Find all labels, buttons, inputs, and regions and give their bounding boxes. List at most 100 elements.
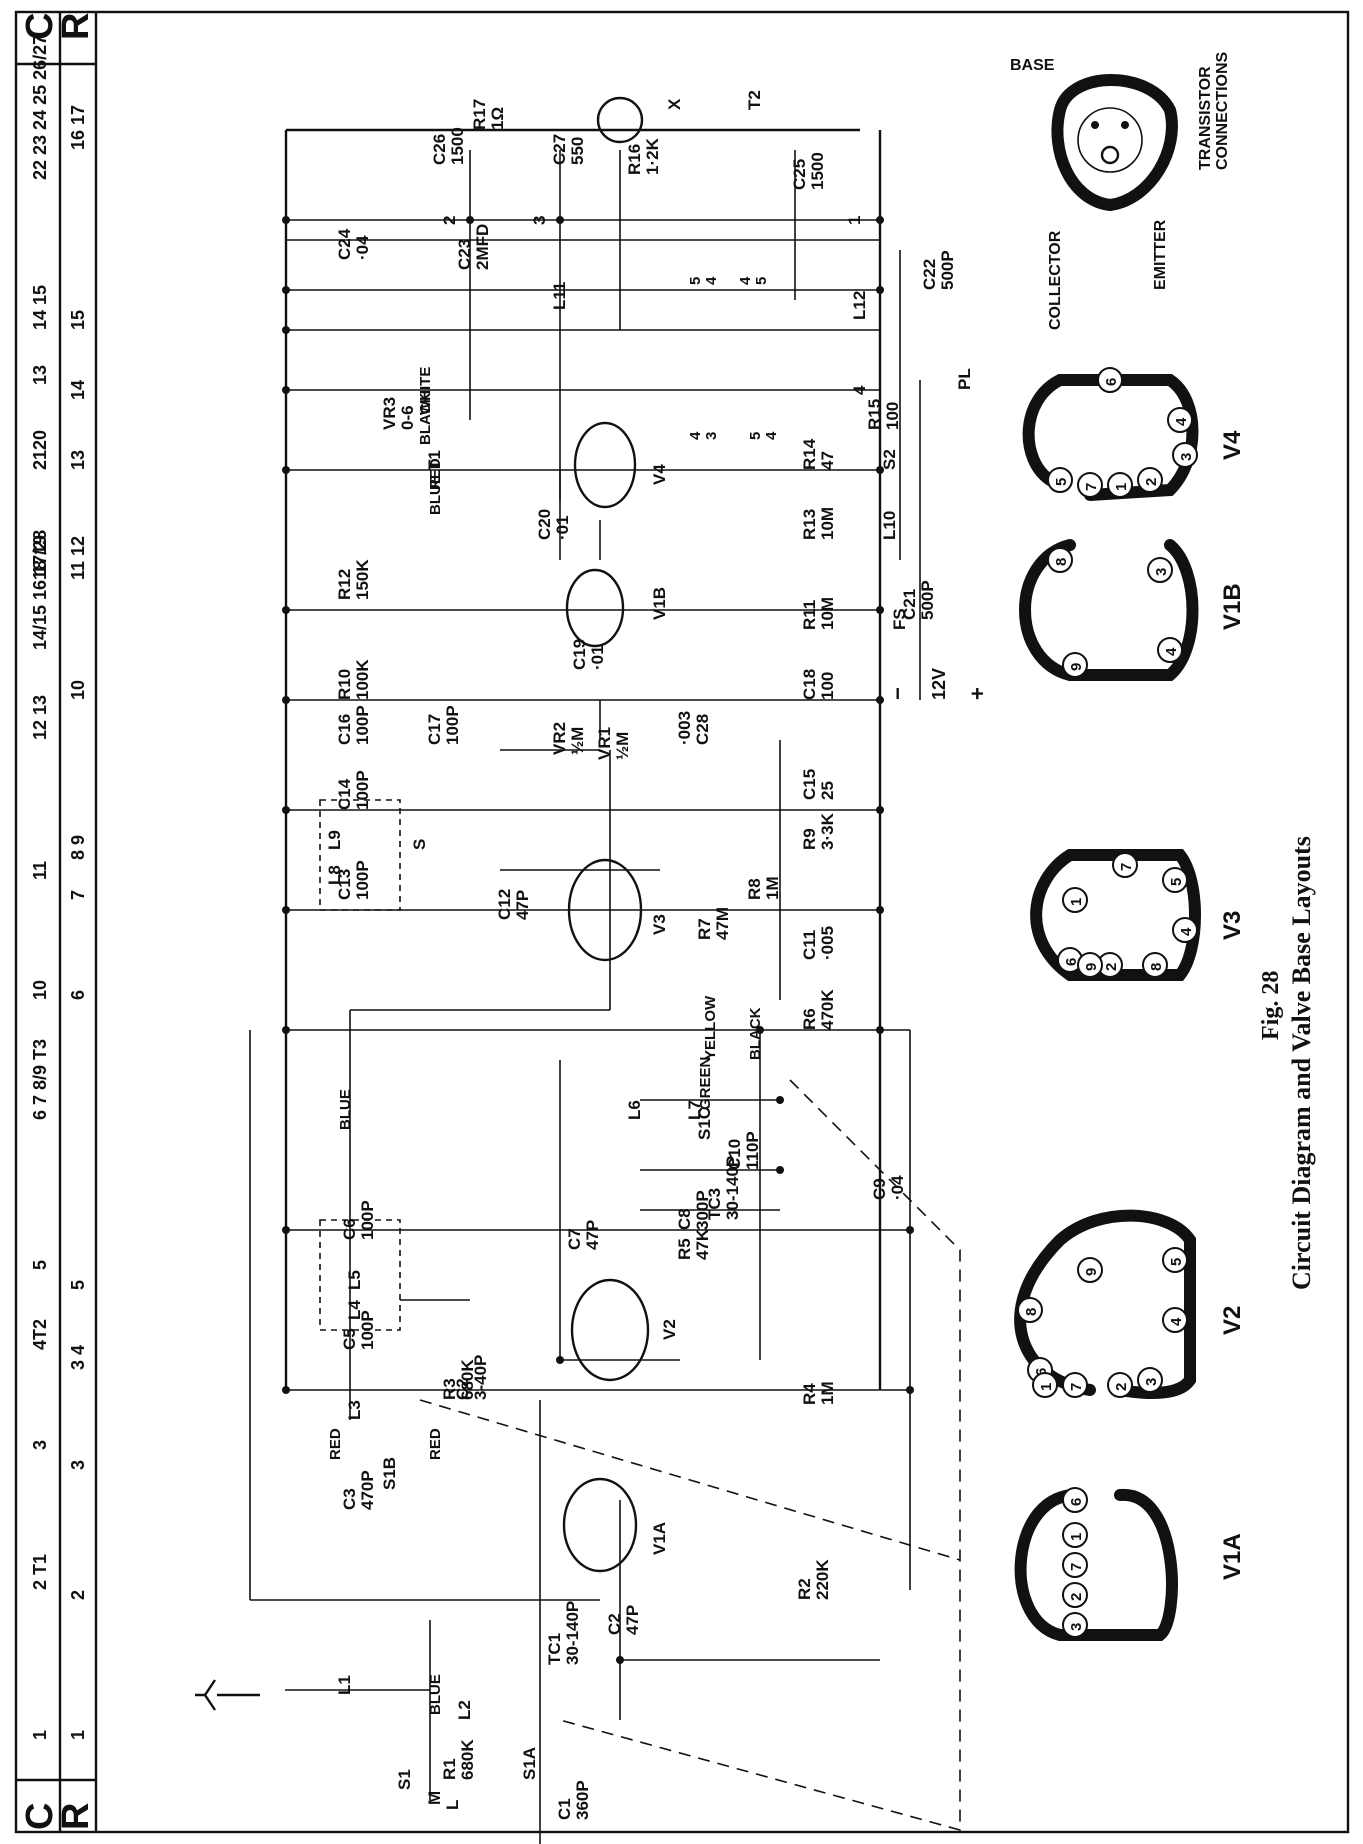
component-label: C247P: [605, 1605, 642, 1635]
component-label: C23-40P: [453, 1355, 490, 1400]
if-can-1: [319, 799, 401, 911]
base-pin-number: 2: [1103, 963, 1120, 971]
base-pin-circle: [1097, 367, 1123, 393]
strip-c-cell: 2 T1: [30, 1554, 50, 1590]
component-label: C20·01: [535, 509, 572, 540]
base-layout-label: V1A: [1219, 1533, 1246, 1580]
wire-colour-label: RED: [427, 1428, 444, 1460]
component-label: C747P: [565, 1220, 602, 1250]
component-label: C24·04: [335, 228, 372, 260]
v4-envelope: [573, 421, 637, 509]
component-label: V1B: [650, 587, 669, 620]
junction-dot: [876, 606, 884, 614]
component-label: L3: [345, 1400, 364, 1420]
junction-dot: [876, 1026, 884, 1034]
ganged-link-b: [419, 1399, 961, 1561]
base-pin-circle: [1107, 1372, 1133, 1398]
component-label: R171Ω: [470, 99, 507, 130]
junction-dot: [282, 1026, 290, 1034]
component-label: R1680K: [440, 1739, 477, 1780]
strip-r-cell: 6: [68, 990, 88, 1000]
base-pin-circle: [1137, 1367, 1163, 1393]
base-pin: [1091, 121, 1099, 129]
base-pin-number: 3: [1068, 1623, 1085, 1631]
component-label: R12150K: [335, 559, 372, 600]
heater-pin-label: 54: [747, 431, 780, 440]
component-label: VR30-6: [380, 397, 417, 430]
junction-number: 4: [850, 385, 869, 395]
strip-c-cell: 2120: [30, 430, 50, 470]
v1b-envelope: [565, 568, 625, 648]
wire-colour-label: BLUE: [427, 1674, 444, 1715]
component-label: S1A: [520, 1747, 539, 1780]
component-label: S2: [880, 449, 899, 470]
component-label: C251500: [790, 152, 827, 190]
base-pin-circle: [1167, 407, 1193, 433]
heater-pin-label: 54: [687, 276, 720, 285]
base-pin-number: 4: [1178, 927, 1195, 936]
transistor-can: [1077, 107, 1143, 173]
wire-colour-label: BLACK: [747, 1007, 764, 1060]
junction-dot: [776, 1166, 784, 1174]
screen-label: S: [410, 839, 429, 850]
transistor-symbol: [596, 96, 644, 144]
base-pin-circle: [1032, 1372, 1058, 1398]
component-label: L10: [880, 511, 899, 540]
component-label: C27550: [550, 134, 587, 165]
component-label: L4: [345, 1300, 364, 1320]
base-pin-number: 9: [1068, 663, 1085, 671]
component-label: L11: [550, 282, 569, 310]
component-label: L9: [325, 830, 344, 850]
component-label: R1447: [800, 438, 837, 470]
base-pin-circle: [1077, 952, 1103, 978]
component-label: C18100: [800, 669, 837, 700]
component-label: R747M: [695, 907, 732, 940]
strip-r-cell: 1: [68, 1730, 88, 1740]
component-label: R1310M: [800, 507, 837, 540]
component-label: R3680K: [440, 1359, 477, 1400]
base-layout-labels: V1AV2V3V1BV4TRANSISTORCONNECTIONSBASECOL…: [1010, 51, 1246, 1580]
strip-c-cell: 18 19: [30, 535, 50, 580]
strip-c-cell: 22 23 24 25 26/27: [30, 35, 50, 180]
component-label: C19·01: [570, 639, 607, 670]
wire-colour-label: WHITE: [417, 367, 434, 415]
base-pin-number: 2: [1113, 1383, 1130, 1391]
base-pin-number: 7: [1068, 1563, 1085, 1571]
component-label: C14100P: [335, 770, 372, 810]
wire-colour-label: BLACK: [417, 392, 434, 445]
figure-title: Circuit Diagram and Valve Base Layouts: [1287, 836, 1316, 1290]
base-pin-circle: [1062, 887, 1088, 913]
strip-r-cell: 5: [68, 1280, 88, 1290]
strip-r-cell: 7: [68, 890, 88, 900]
transistor-base-label: BASE: [1010, 57, 1055, 74]
base-pin-number: 8: [1023, 1308, 1040, 1316]
base-pin-circle: [1062, 1582, 1088, 1608]
strip-letter-r-top: R: [55, 13, 97, 40]
junction-number: 2: [440, 216, 459, 225]
strip-r-cell: 2: [68, 1590, 88, 1600]
junction-dot: [282, 696, 290, 704]
switch-label: L: [443, 1800, 462, 1810]
base-pin-circle: [1172, 917, 1198, 943]
strip-r-cell: 14: [68, 380, 88, 400]
component-label: C22500P: [920, 250, 957, 290]
junction-dot: [616, 1656, 624, 1664]
component-label: C5100P: [340, 1310, 377, 1350]
component-label: R81M: [745, 876, 782, 900]
strip-c-cell: 14 15: [30, 285, 50, 330]
base-pin-circle: [1062, 1372, 1088, 1398]
emitter-pin: [1121, 121, 1129, 129]
base-pin-circle: [1047, 547, 1073, 573]
junction-dot: [556, 1356, 564, 1364]
base-pin-number: 2: [1143, 478, 1160, 486]
junction-dot: [282, 286, 290, 294]
base-pin-number: 5: [1168, 1258, 1185, 1266]
base-pin-circle: [1162, 867, 1188, 893]
base-pin-circle: [1147, 557, 1173, 583]
heater-pin-label: 43: [687, 431, 720, 440]
component-label: L12: [850, 291, 869, 320]
wavechange-linkage: [319, 799, 961, 1832]
